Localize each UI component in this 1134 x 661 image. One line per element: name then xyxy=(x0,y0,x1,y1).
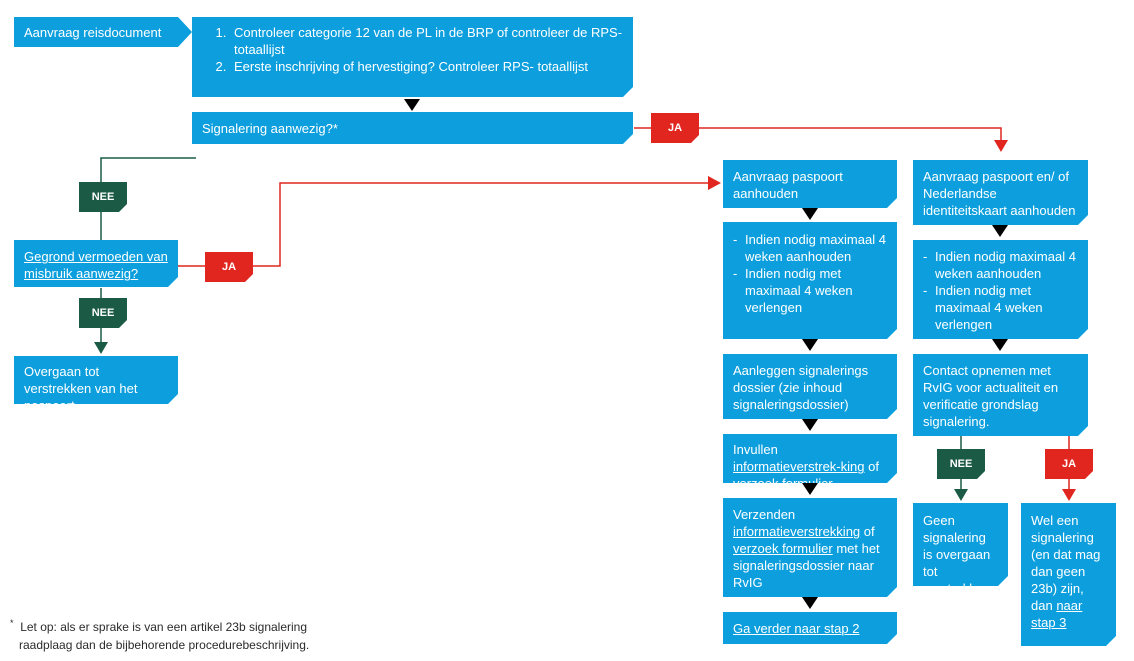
line-signalering-nee xyxy=(100,157,196,240)
geen-signalering-box: Geen signalering is overgaan tot verstre… xyxy=(913,503,1008,586)
arrow-col1-3 xyxy=(802,419,818,431)
col2-box-termijnen: Indien nodig maximaal 4 weken aanhouden … xyxy=(913,240,1088,339)
col1-box-dossier: Aanleggen signalerings dossier (zie inho… xyxy=(723,354,897,419)
check-item-1: Controleer categorie 12 van de PL in de … xyxy=(230,24,623,58)
col1-termijn-2: Indien nodig met maximaal 4 weken verlen… xyxy=(733,265,887,316)
footnote-line-2: raadplaag dan de bijbehorende procedureb… xyxy=(19,638,310,652)
wel-signalering-pre: Wel een signalering (en dat mag dan geen… xyxy=(1031,513,1101,613)
stap3-link[interactable]: naar stap 3 xyxy=(1031,598,1083,630)
arrow-col1-5 xyxy=(802,597,818,609)
col1-box-termijnen: Indien nodig maximaal 4 weken aanhouden … xyxy=(723,222,897,339)
arrow-col2-1 xyxy=(992,225,1008,237)
check-list: Controleer categorie 12 van de PL in de … xyxy=(202,24,623,75)
col2-termijnen-list: Indien nodig maximaal 4 weken aanhouden … xyxy=(923,248,1078,333)
verzenden-pre: Verzenden xyxy=(733,507,796,522)
arrow-to-geen xyxy=(954,489,968,501)
col1-box-verzenden: Verzenden informatieverstrekking of verz… xyxy=(723,498,897,597)
informatieverstrekking-link-2[interactable]: informatieverstrekking xyxy=(733,524,861,539)
informatieverstrekking-link[interactable]: informatieverstrek-king xyxy=(733,459,865,474)
col1-termijn-1: Indien nodig maximaal 4 weken aanhouden xyxy=(733,231,887,265)
ja-badge-rvig: JA xyxy=(1045,449,1093,479)
verzenden-post: met het signaleringsdossier naar RvIG xyxy=(733,541,880,590)
arrow-col1-4 xyxy=(802,483,818,495)
col1-box-stap2: Ga verder naar stap 2 xyxy=(723,612,897,644)
footnote-marker: * xyxy=(10,618,14,628)
arrow-to-wel xyxy=(1062,489,1076,501)
wel-signalering-box: Wel een signalering (en dat mag dan geen… xyxy=(1021,503,1116,646)
arrow-to-col1 xyxy=(708,176,721,190)
ja-badge-signalering: JA xyxy=(651,113,699,143)
arrow-to-col2 xyxy=(994,140,1008,152)
col2-box-contact: Contact opnemen met RvIG voor actualitei… xyxy=(913,354,1088,436)
verzoek-formulier-link-2[interactable]: verzoek formulier xyxy=(733,541,833,556)
line-signalering-ja xyxy=(634,127,1002,140)
verzenden-mid: of xyxy=(860,524,875,539)
misbruik-box: Gegrond vermoeden van misbruik aanwezig? xyxy=(14,240,178,287)
verstrekken-box: Overgaan tot verstrekken van het paspoor… xyxy=(14,356,178,404)
stap2-link[interactable]: Ga verder naar stap 2 xyxy=(733,621,860,636)
col1-dossier-label: Aanleggen signalerings dossier (zie inho… xyxy=(733,363,869,412)
line-misbruik-ja xyxy=(178,182,710,267)
ja-badge-misbruik: JA xyxy=(205,252,253,282)
col2-contact-label: Contact opnemen met RvIG voor actualitei… xyxy=(923,363,1059,429)
invullen-pre: Invullen xyxy=(733,442,778,457)
col1-box-invullen: Invullen informatieverstrek-king of verz… xyxy=(723,434,897,483)
nee-badge-rvig: NEE xyxy=(937,449,985,479)
geen-signalering-label: Geen signalering is overgaan tot verstre… xyxy=(923,513,991,596)
arrow-col1-2 xyxy=(802,339,818,351)
check-box: Controleer categorie 12 van de PL in de … xyxy=(192,17,633,97)
signalering-label: Signalering aanwezig?* xyxy=(202,121,338,136)
invullen-mid: of xyxy=(864,459,879,474)
arrow-col2-2 xyxy=(992,339,1008,351)
start-box: Aanvraag reisdocument xyxy=(14,17,192,47)
col1-aanhouden-label: Aanvraag paspoort aanhouden xyxy=(733,169,843,201)
check-item-2: Eerste inschrijving of hervestiging? Con… xyxy=(230,58,623,75)
col1-box-aanhouden: Aanvraag paspoort aanhouden xyxy=(723,160,897,208)
nee-badge-signalering: NEE xyxy=(79,182,127,212)
arrow-check-to-signalering xyxy=(404,99,420,111)
start-label: Aanvraag reisdocument xyxy=(24,25,162,40)
misbruik-label[interactable]: Gegrond vermoeden van misbruik aanwezig? xyxy=(24,249,168,281)
signalering-box: Signalering aanwezig?* xyxy=(192,112,633,144)
col2-termijn-2: Indien nodig met maximaal 4 weken verlen… xyxy=(923,282,1078,333)
nee-badge-misbruik: NEE xyxy=(79,298,127,328)
arrow-to-verstrekken xyxy=(94,342,108,354)
col2-termijn-1: Indien nodig maximaal 4 weken aanhouden xyxy=(923,248,1078,282)
footnote-line-1: * Let op: als er sprake is van een artik… xyxy=(10,618,308,634)
col1-termijnen-list: Indien nodig maximaal 4 weken aanhouden … xyxy=(733,231,887,316)
footnote: * Let op: als er sprake is van een artik… xyxy=(10,614,309,654)
arrow-col1-1 xyxy=(802,208,818,220)
col2-aanhouden-label: Aanvraag paspoort en/ of Nederlandse ide… xyxy=(923,169,1076,218)
col2-box-aanhouden: Aanvraag paspoort en/ of Nederlandse ide… xyxy=(913,160,1088,225)
